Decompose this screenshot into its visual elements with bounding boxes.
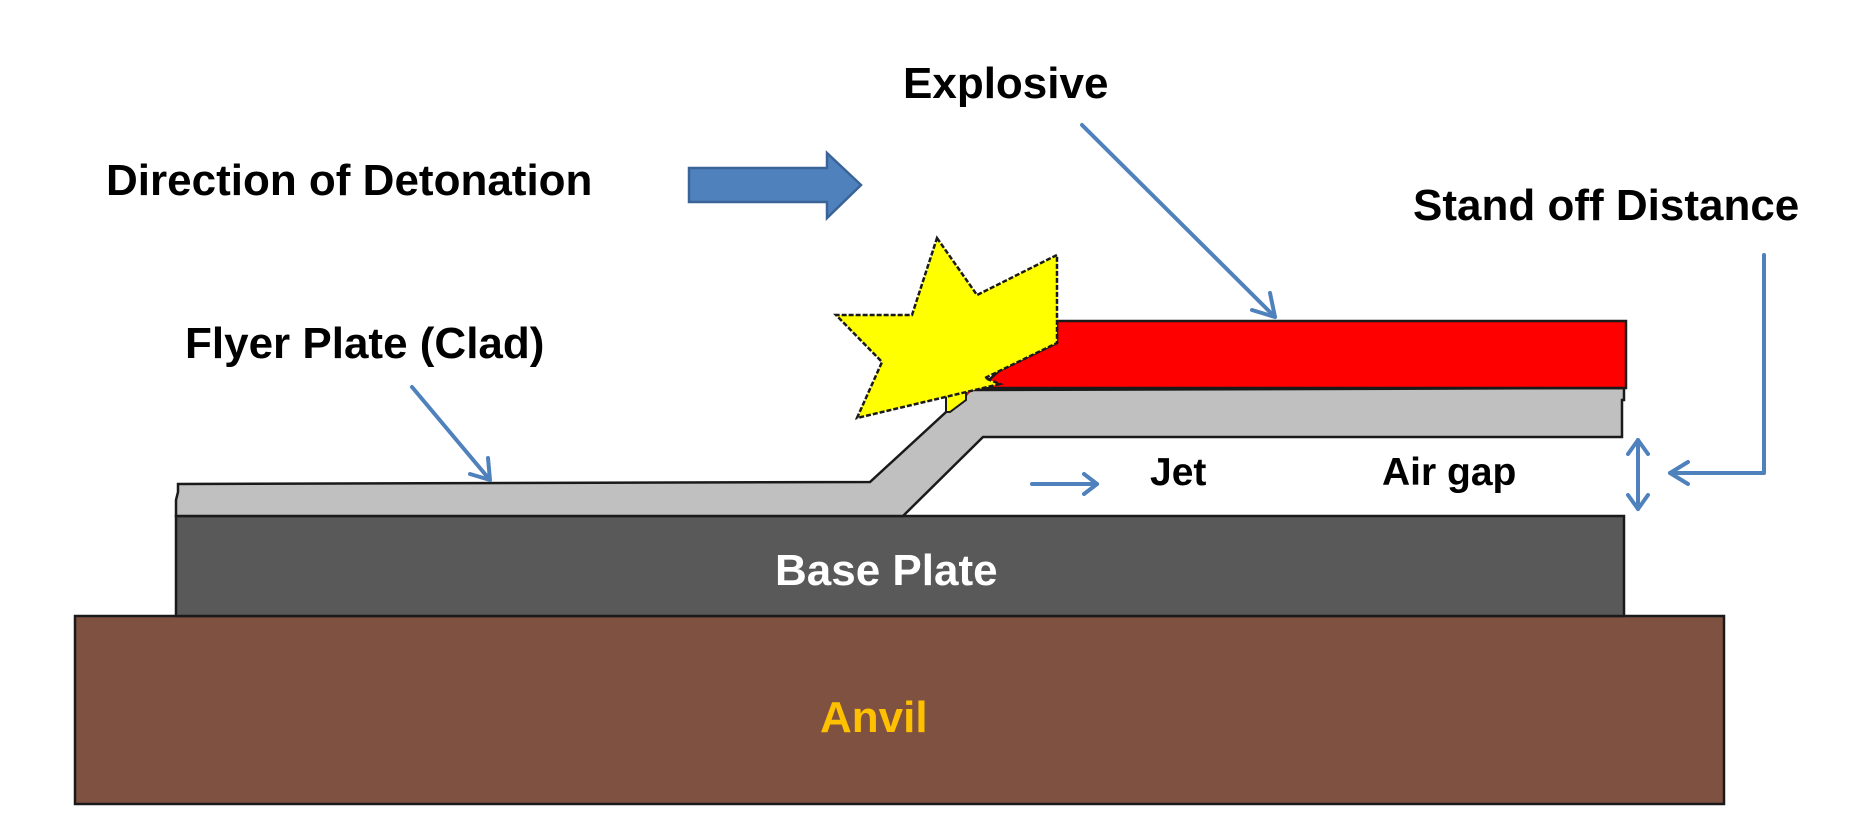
flyer-plate-label: Flyer Plate (Clad)	[185, 319, 544, 368]
anvil-label: Anvil	[820, 693, 928, 742]
explosion-star-icon	[833, 235, 1059, 420]
direction-of-detonation-label: Direction of Detonation	[106, 156, 592, 205]
air-gap-label: Air gap	[1382, 451, 1516, 494]
direction-arrow-icon	[687, 150, 863, 221]
explosive-label: Explosive	[903, 59, 1108, 108]
standoff-distance-label: Stand off Distance	[1413, 181, 1799, 230]
explosive-layer	[976, 319, 1628, 390]
explosive-pointer	[1080, 123, 1277, 319]
jet-label: Jet	[1150, 451, 1206, 494]
anvil-block	[73, 614, 1726, 806]
base-plate	[174, 514, 1626, 618]
jet-arrow-icon	[1030, 472, 1099, 496]
double-vertical-arrow-icon	[1626, 438, 1650, 511]
standoff-pointer	[1668, 253, 1766, 486]
flyer-plate-pointer	[410, 385, 492, 482]
base-plate-label: Base Plate	[775, 546, 998, 595]
